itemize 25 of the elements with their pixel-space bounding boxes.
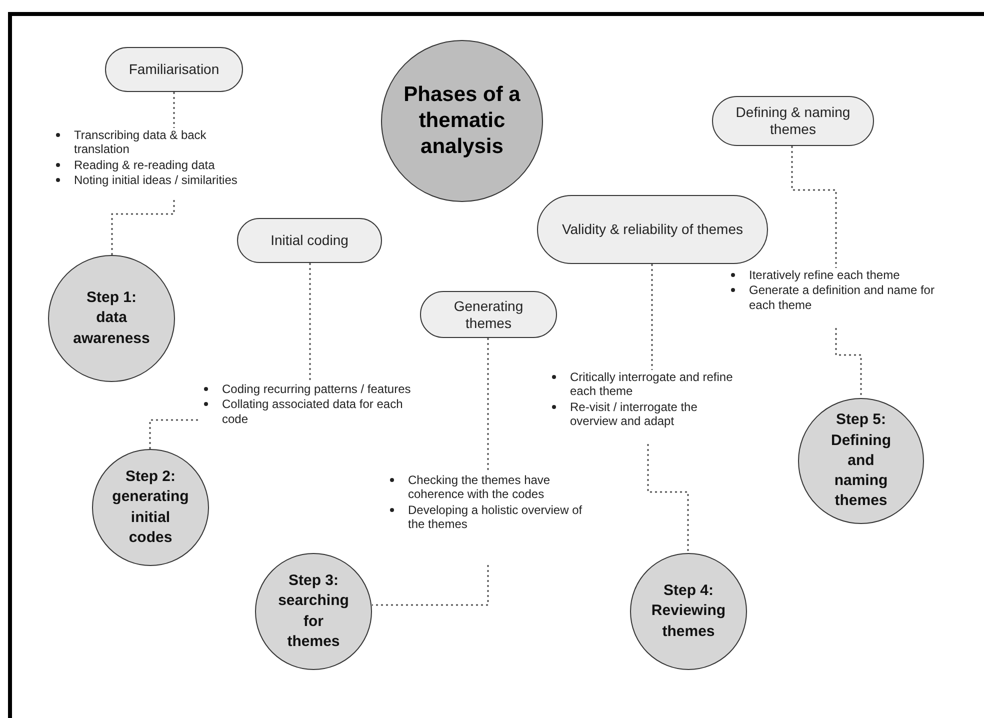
bullet-item: Coding recurring patterns / features <box>222 382 411 396</box>
dotted-connector <box>149 419 198 449</box>
phase-pill: Defining & naming themes <box>712 96 874 146</box>
dotted-connector <box>835 328 862 398</box>
dotted-connector <box>173 92 175 128</box>
bullet-item: Developing a holistic overview of the themes <box>408 502 584 532</box>
bullet-item: Reading & re-reading data <box>74 158 215 172</box>
bullet-item: Collating associated data for each code <box>222 397 404 426</box>
dotted-connector <box>309 263 311 382</box>
bullet-item: Re-visit / interrogate the overview and adapt <box>570 400 698 429</box>
bullet-item: Checking the themes have coherence with the codes <box>408 473 552 502</box>
bullet-item: Noting initial ideas / similarities <box>74 173 238 188</box>
dotted-connector <box>651 264 653 370</box>
phase-pill: Initial coding <box>237 218 382 263</box>
phase-pill: Validity & reliability of themes <box>537 195 768 264</box>
phase-pill: Familiarisation <box>105 47 243 92</box>
dotted-connector <box>791 146 837 268</box>
bullet-item: Critically interrogate and refine each theme <box>570 370 734 399</box>
dotted-connector <box>111 200 175 255</box>
bullet-item: Iteratively refine each theme <box>749 268 900 282</box>
bullet-item: Generate a definition and name for each theme <box>749 283 936 312</box>
dotted-connector <box>487 338 489 473</box>
dotted-connector <box>647 444 689 553</box>
phase-pill: Generating themes <box>420 291 557 338</box>
bullet-item: Transcribing data & back translation <box>74 128 208 157</box>
